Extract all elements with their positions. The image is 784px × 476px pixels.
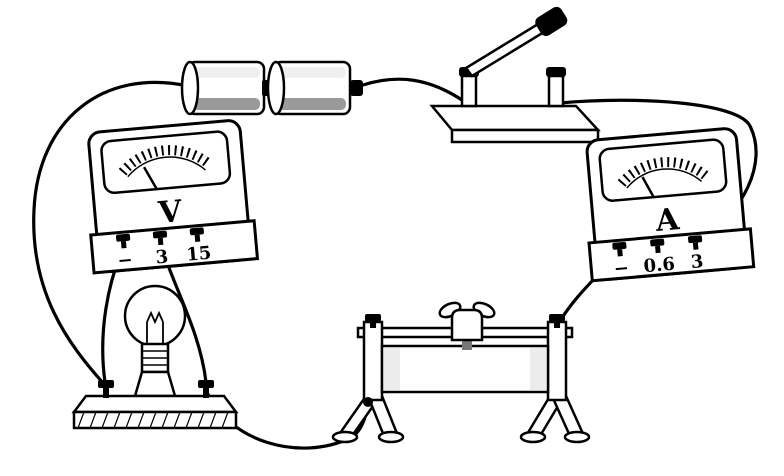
- rheostat-leg-right-outer: [550, 394, 586, 438]
- switch-base-top: [429, 104, 601, 132]
- ammeter-terminal-minus: −: [612, 241, 630, 280]
- light-bulb-assembly: [71, 284, 239, 430]
- rheostat-bracket-right: [546, 320, 568, 402]
- voltmeter: V − 3 15: [87, 119, 260, 275]
- voltmeter-terminal-label-15: 15: [185, 243, 212, 266]
- ammeter-scale-ticks: [617, 157, 710, 187]
- lamp-base-hatching: [77, 411, 229, 429]
- ammeter-scale-arc: [626, 168, 703, 189]
- battery-cell-left-cap: [180, 60, 200, 116]
- rheostat-cylinder-band-right: [530, 348, 546, 390]
- wire-battery-to-bulb: [32, 80, 190, 386]
- bulb-screw-base: [140, 342, 170, 374]
- switch-base-front: [450, 128, 600, 144]
- rheostat: [331, 301, 591, 444]
- ammeter-post-06-stem: [655, 245, 661, 254]
- rheostat-post-bottom-left: [363, 397, 373, 407]
- switch-post-left: [460, 74, 478, 108]
- ammeter-terminal-label-3: 3: [690, 251, 704, 273]
- ammeter-terminal-3: 3: [687, 235, 704, 273]
- voltmeter-terminal-3: 3: [152, 230, 169, 268]
- voltmeter-post-3-stem: [157, 237, 164, 246]
- battery-cell-right-highlight: [278, 67, 346, 78]
- lamp-base-top: [71, 394, 239, 414]
- switch-handle: [535, 6, 568, 37]
- voltmeter-post-15-stem: [194, 234, 201, 242]
- ammeter-post-minus-cap: [612, 241, 627, 250]
- rheostat-slider: [438, 301, 496, 350]
- ammeter-label: A: [653, 202, 681, 239]
- voltmeter-terminal-minus: −: [115, 233, 134, 272]
- voltmeter-scale: [118, 145, 214, 178]
- battery-terminal-nub: [350, 80, 363, 96]
- rheostat-cylinder: [380, 344, 550, 394]
- lamp-post-left: [98, 380, 114, 398]
- bulb-filament: [146, 310, 164, 344]
- rheostat-slider-clamp: [450, 308, 484, 342]
- voltmeter-post-3-cap: [152, 230, 168, 239]
- ammeter-dial: [598, 138, 728, 202]
- rheostat-post-top-left: [365, 314, 381, 328]
- ammeter-post-3-cap: [687, 235, 703, 244]
- lamp-base-front: [72, 410, 238, 430]
- battery-pack: [180, 60, 363, 116]
- voltmeter-scale-arc: [127, 156, 206, 178]
- battery-cell-left-highlight: [192, 67, 260, 78]
- bulb-glass: [123, 284, 187, 348]
- battery-cell-left: [180, 60, 272, 116]
- rheostat-foot-3: [519, 430, 547, 444]
- rheostat-foot-4: [563, 430, 591, 444]
- ammeter: A − 0.6 3: [585, 127, 756, 283]
- rheostat-bracket-left: [362, 320, 384, 402]
- voltmeter-post-minus-cap: [115, 233, 131, 242]
- wire-switch-to-battery: [361, 77, 467, 104]
- ammeter-terminal-label-minus: −: [613, 258, 630, 280]
- ammeter-terminal-label-06: 0.6: [643, 254, 676, 278]
- ammeter-scale: [617, 157, 710, 189]
- switch-lever: [464, 19, 551, 78]
- voltmeter-terminal-15: 15: [185, 227, 212, 266]
- ammeter-post-06-cap: [650, 238, 665, 247]
- battery-cell-right: [266, 60, 363, 116]
- voltmeter-terminal-label-minus: −: [117, 250, 134, 272]
- voltmeter-post-minus-stem: [120, 240, 127, 249]
- voltmeter-scale-ticks: [118, 145, 214, 176]
- battery-cell-left-shadow: [192, 98, 260, 110]
- ammeter-post-3-stem: [692, 242, 699, 250]
- voltmeter-terminal-label-3: 3: [155, 246, 169, 268]
- voltmeter-dial: [100, 130, 232, 195]
- voltmeter-label: V: [156, 194, 184, 231]
- switch-post-right-cap: [546, 67, 566, 77]
- ammeter-terminal-strip: [587, 227, 756, 283]
- lamp-post-right: [198, 380, 214, 398]
- switch-post-right: [547, 74, 565, 108]
- ammeter-terminal-06: 0.6: [643, 238, 676, 278]
- voltmeter-post-15-cap: [189, 227, 204, 236]
- battery-cell-right-shadow: [278, 98, 346, 110]
- rheostat-foot-1: [331, 430, 359, 444]
- ammeter-post-minus-stem: [617, 249, 623, 257]
- rheostat-slider-pin: [462, 336, 472, 350]
- battery-cell-right-cap: [266, 60, 286, 116]
- rheostat-foot-2: [377, 430, 405, 444]
- bulb-socket: [133, 370, 177, 398]
- rheostat-post-top-right: [549, 314, 565, 328]
- voltmeter-terminal-strip: [89, 219, 260, 275]
- rheostat-cylinder-band-left: [384, 348, 400, 390]
- knife-switch: [429, 6, 601, 144]
